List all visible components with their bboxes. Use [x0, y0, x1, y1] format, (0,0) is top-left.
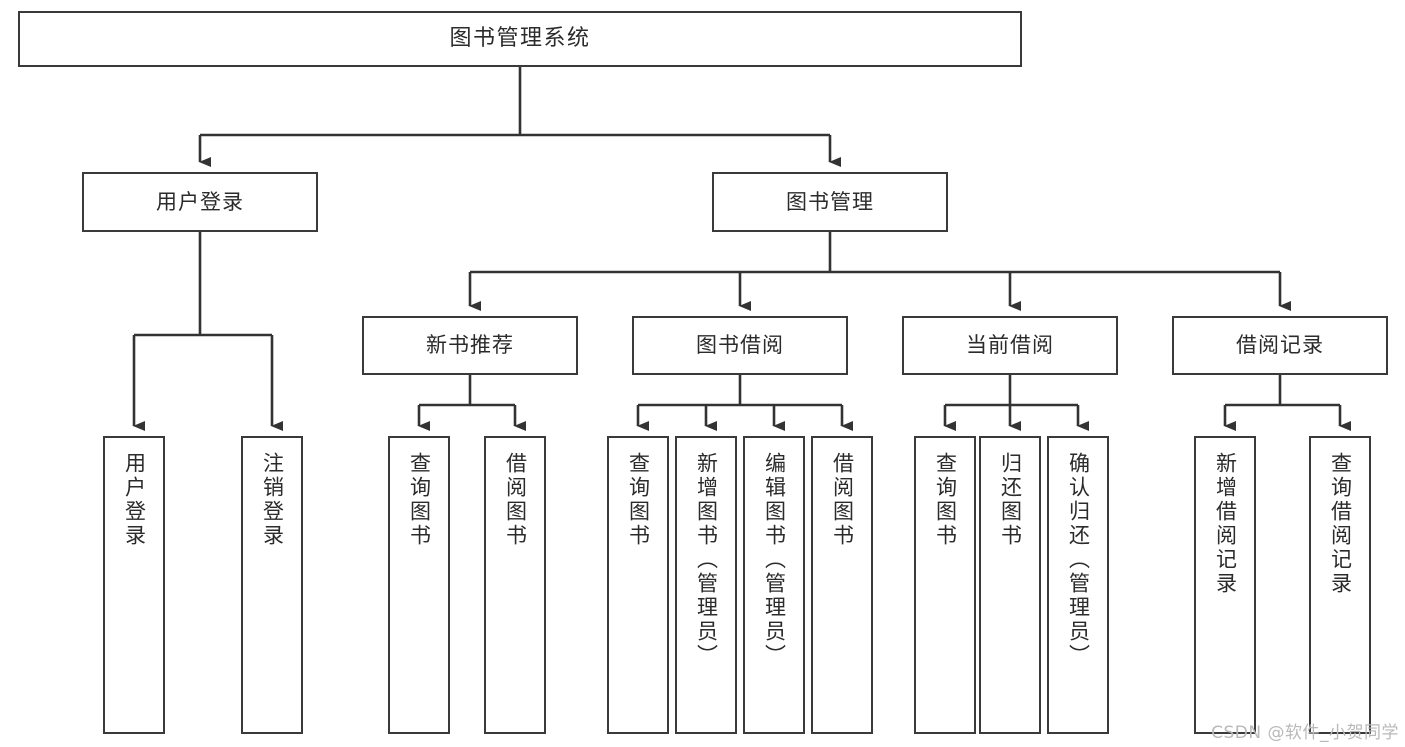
node-root-book-management-system[interactable]: 图书管理系统 [18, 11, 1022, 67]
node-leaf-query-books-borrow[interactable]: 查询图书 [607, 436, 669, 734]
node-label: 确认归还（管理员） [1066, 452, 1091, 668]
node-label: 图书管理系统 [449, 25, 591, 51]
node-leaf-logout[interactable]: 注销登录 [241, 436, 303, 734]
node-label: 用户登录 [122, 452, 147, 548]
node-leaf-query-books-new[interactable]: 查询图书 [388, 436, 450, 734]
node-leaf-query-borrow-record[interactable]: 查询借阅记录 [1309, 436, 1371, 734]
node-label: 编辑图书（管理员） [762, 452, 787, 668]
node-leaf-query-books-current[interactable]: 查询图书 [914, 436, 976, 734]
node-leaf-return-books[interactable]: 归还图书 [979, 436, 1041, 734]
node-label: 图书管理 [786, 189, 874, 214]
node-leaf-user-login[interactable]: 用户登录 [103, 436, 165, 734]
node-borrow-records[interactable]: 借阅记录 [1172, 316, 1388, 375]
node-current-borrowing[interactable]: 当前借阅 [902, 316, 1118, 375]
node-user-login[interactable]: 用户登录 [82, 172, 318, 232]
node-book-borrowing[interactable]: 图书借阅 [632, 316, 848, 375]
node-leaf-borrow-books[interactable]: 借阅图书 [811, 436, 873, 734]
node-new-book-recommendation[interactable]: 新书推荐 [362, 316, 578, 375]
node-label: 新增图书（管理员） [694, 452, 719, 668]
node-label: 当前借阅 [966, 333, 1054, 358]
node-label: 用户登录 [156, 189, 244, 214]
node-leaf-borrow-books-new[interactable]: 借阅图书 [484, 436, 546, 734]
node-label: 查询图书 [933, 452, 958, 548]
node-label: 新书推荐 [426, 333, 514, 358]
node-label: 借阅记录 [1236, 333, 1324, 358]
node-leaf-confirm-return-admin[interactable]: 确认归还（管理员） [1047, 436, 1109, 734]
node-label: 查询图书 [626, 452, 651, 548]
node-label: 图书借阅 [696, 333, 784, 358]
node-leaf-add-book-admin[interactable]: 新增图书（管理员） [675, 436, 737, 734]
node-book-management[interactable]: 图书管理 [712, 172, 948, 232]
node-label: 新增借阅记录 [1213, 452, 1238, 596]
node-label: 查询图书 [407, 452, 432, 548]
node-label: 注销登录 [260, 452, 285, 548]
watermark: CSDN @软件_小贺同学 [1211, 723, 1399, 743]
node-label: 归还图书 [998, 452, 1023, 548]
node-leaf-add-borrow-record[interactable]: 新增借阅记录 [1194, 436, 1256, 734]
node-label: 查询借阅记录 [1328, 452, 1353, 596]
node-label: 借阅图书 [503, 452, 528, 548]
node-leaf-edit-book-admin[interactable]: 编辑图书（管理员） [743, 436, 805, 734]
node-label: 借阅图书 [830, 452, 855, 548]
